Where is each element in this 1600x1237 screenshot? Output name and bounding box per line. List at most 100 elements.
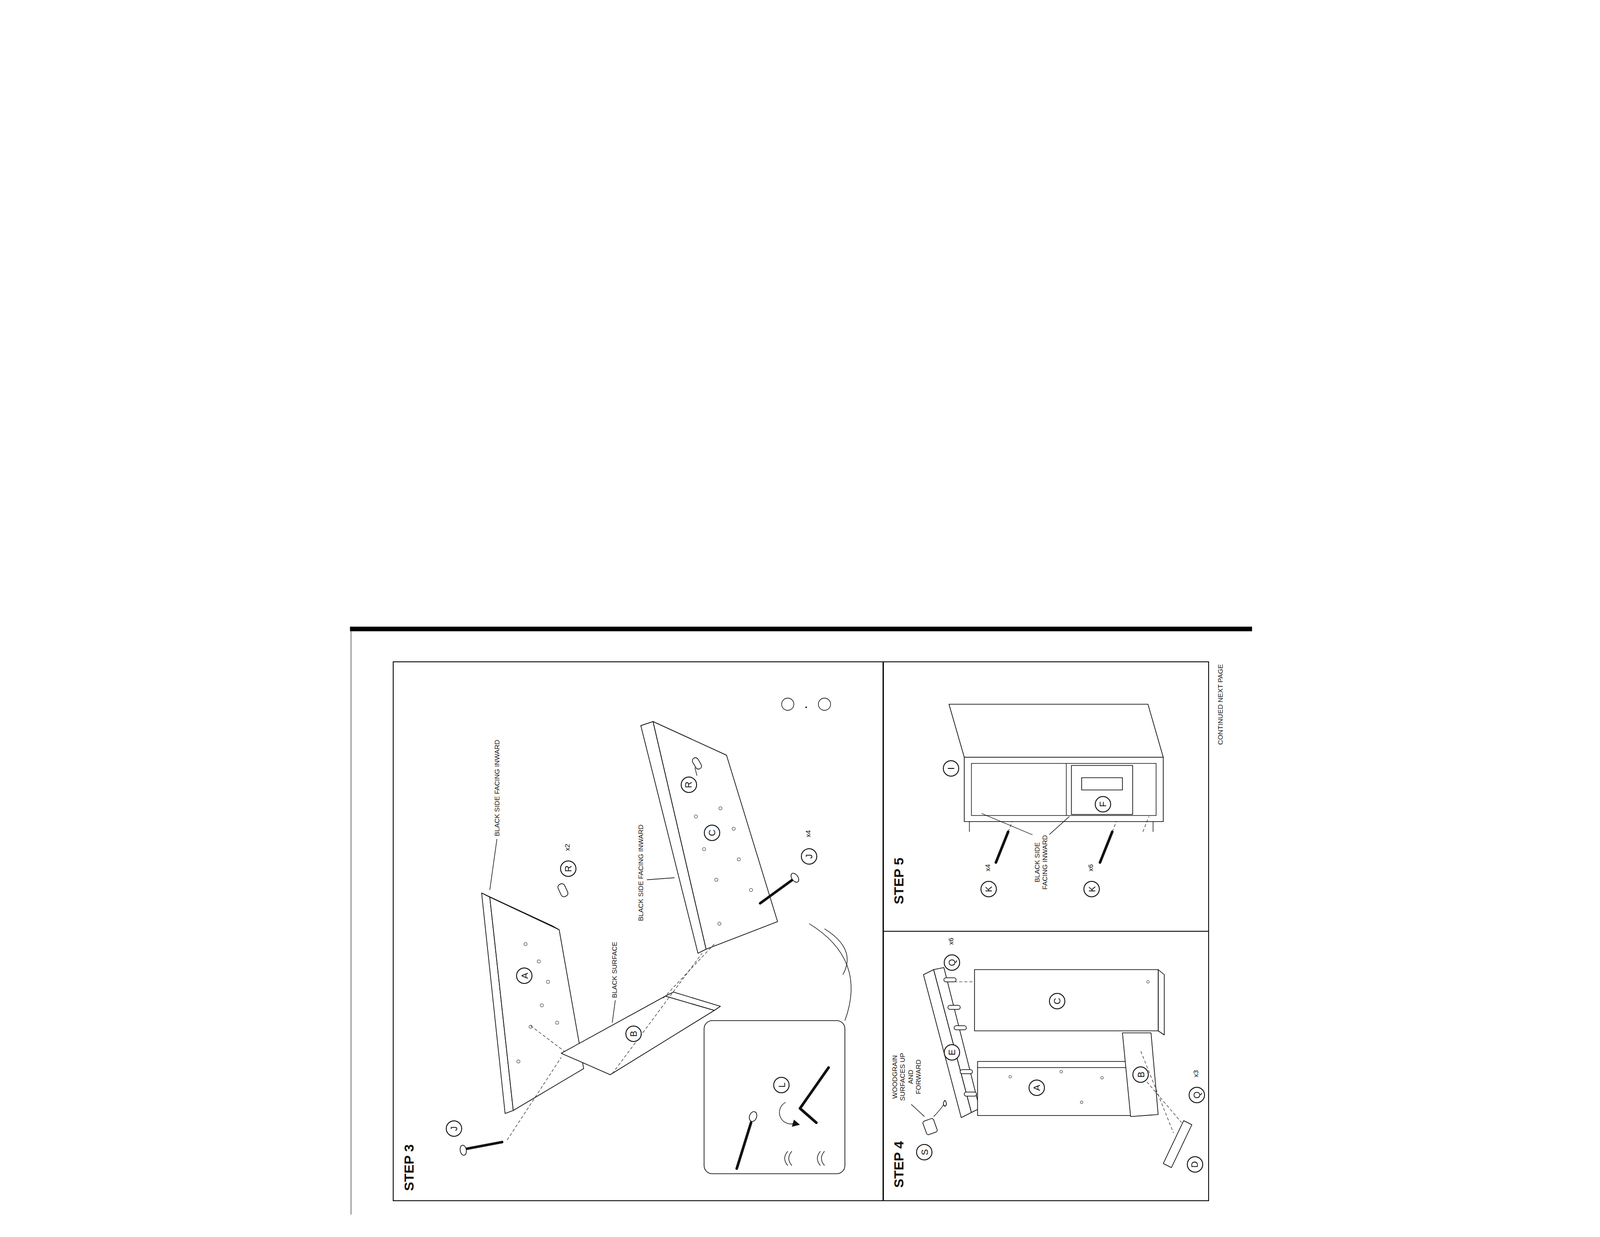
drawing-stroke [824,928,848,975]
part-letter: A [1032,1084,1042,1091]
part-letter: R [683,781,693,788]
drawing-stroke [805,706,808,708]
part-letter: Q [1192,1091,1202,1099]
drawing-stroke [1081,777,1123,791]
note-label: WOODGRAIN SURFACES UP AND FORWARD [890,1050,923,1103]
drawing-stroke [464,1141,503,1150]
drawing-stroke [818,697,831,711]
part-callout: J [800,848,818,865]
drawing-stroke [350,626,1253,1215]
step-panel: STEP 3 J A R B C R J L [392,661,884,1201]
drawing-stroke [489,839,498,891]
step-heading: STEP 5 [892,857,906,904]
drawing-stroke [809,923,852,1021]
part-callout: A [516,967,533,984]
drawing-stroke [960,1069,973,1074]
drawing-stroke [821,1151,825,1166]
part-callout: D [1186,1156,1204,1173]
drawing-stroke [647,877,675,880]
drawing-stroke [546,980,550,984]
drawing-stroke [781,697,795,711]
part-callout: K [980,880,997,898]
part-letter: A [519,972,529,979]
drawing-stroke [1059,1070,1063,1074]
drawing-stroke [747,1110,758,1123]
drawing-stroke [933,1104,945,1117]
part-letter: K [984,885,994,892]
note-label: BLACK SIDE FACING INWARD [492,738,502,838]
drawing-stroke [789,871,801,884]
part-letter: R [563,864,573,872]
drawing-stroke [971,763,1157,816]
drawing-stroke [653,721,778,950]
drawing-stroke [1071,765,1133,815]
drawing-stroke [1146,1081,1182,1123]
drawing-stroke [964,1092,977,1097]
quantity-label: x6 [946,936,956,947]
drawing-stroke [969,821,970,832]
drawing-stroke [943,977,957,982]
drawing-stroke [1066,763,1067,816]
step-heading: STEP 3 [402,1143,416,1191]
step-heading: STEP 4 [892,1141,906,1188]
drawing-stroke [350,630,352,1215]
drawing-stroke [1100,831,1113,863]
part-callout: B [625,1025,642,1042]
drawing-stroke [1122,1032,1159,1117]
drawing-stroke [555,1020,559,1025]
part-letter: J [804,853,814,859]
step-panel: STEP 4SQECABQD [882,930,1210,1201]
drawing-stroke [704,1020,846,1174]
part-callout: L [773,1076,790,1093]
drawing-stroke [714,878,718,882]
quantity-label: x3 [1191,1068,1200,1079]
drawing-stroke [995,831,1009,863]
drawing-stroke [536,959,541,963]
drawing-stroke [523,942,527,946]
part-letter: J [449,1126,459,1131]
note-label: BLACK SURFACE [609,939,619,999]
drawing-stroke [954,981,975,982]
part-callout: A [1028,1079,1045,1096]
drawing-stroke [981,813,1034,835]
drawing-stroke [561,995,715,1075]
part-letter: K [1087,885,1097,892]
drawing-stroke [1008,821,1013,832]
drawing-stroke [530,1025,565,1051]
part-callout: C [1048,992,1066,1010]
drawing-stroke [947,1004,961,1010]
drawing-stroke [943,1100,947,1107]
drawing-stroke [1100,1076,1104,1079]
drawing-stroke [1152,821,1154,832]
part-letter: Q [947,958,957,966]
part-callout: S [916,1143,933,1161]
drawing-stroke [516,1059,520,1063]
part-letter: B [1136,1071,1146,1078]
part-letter: B [629,1030,639,1037]
note-label: CONTINUED NEXT PAGE [1215,662,1225,747]
drawing-stroke [612,1000,616,1023]
drawing-stroke [933,967,980,1113]
drawing-stroke [556,882,570,898]
part-callout: R [560,860,577,877]
drawing-stroke [760,878,794,903]
drawing-stroke [1048,816,1070,835]
part-callout: Q [943,954,961,971]
part-callout: R [680,776,698,793]
drawing-stroke [717,921,722,926]
part-letter: D [1190,1160,1200,1168]
drawing-stroke [694,814,698,818]
part-callout: C [703,824,721,841]
drawing-stroke [977,1061,1144,1116]
part-callout: F [1094,795,1112,813]
drawing-stroke [350,626,1253,632]
drawing-stroke [779,1102,796,1124]
quantity-label: x4 [983,862,992,873]
drawing-stroke [964,757,1164,822]
drawing-stroke [791,1119,800,1127]
drawing-stroke [954,1025,967,1030]
drawing-stroke [784,1151,788,1166]
